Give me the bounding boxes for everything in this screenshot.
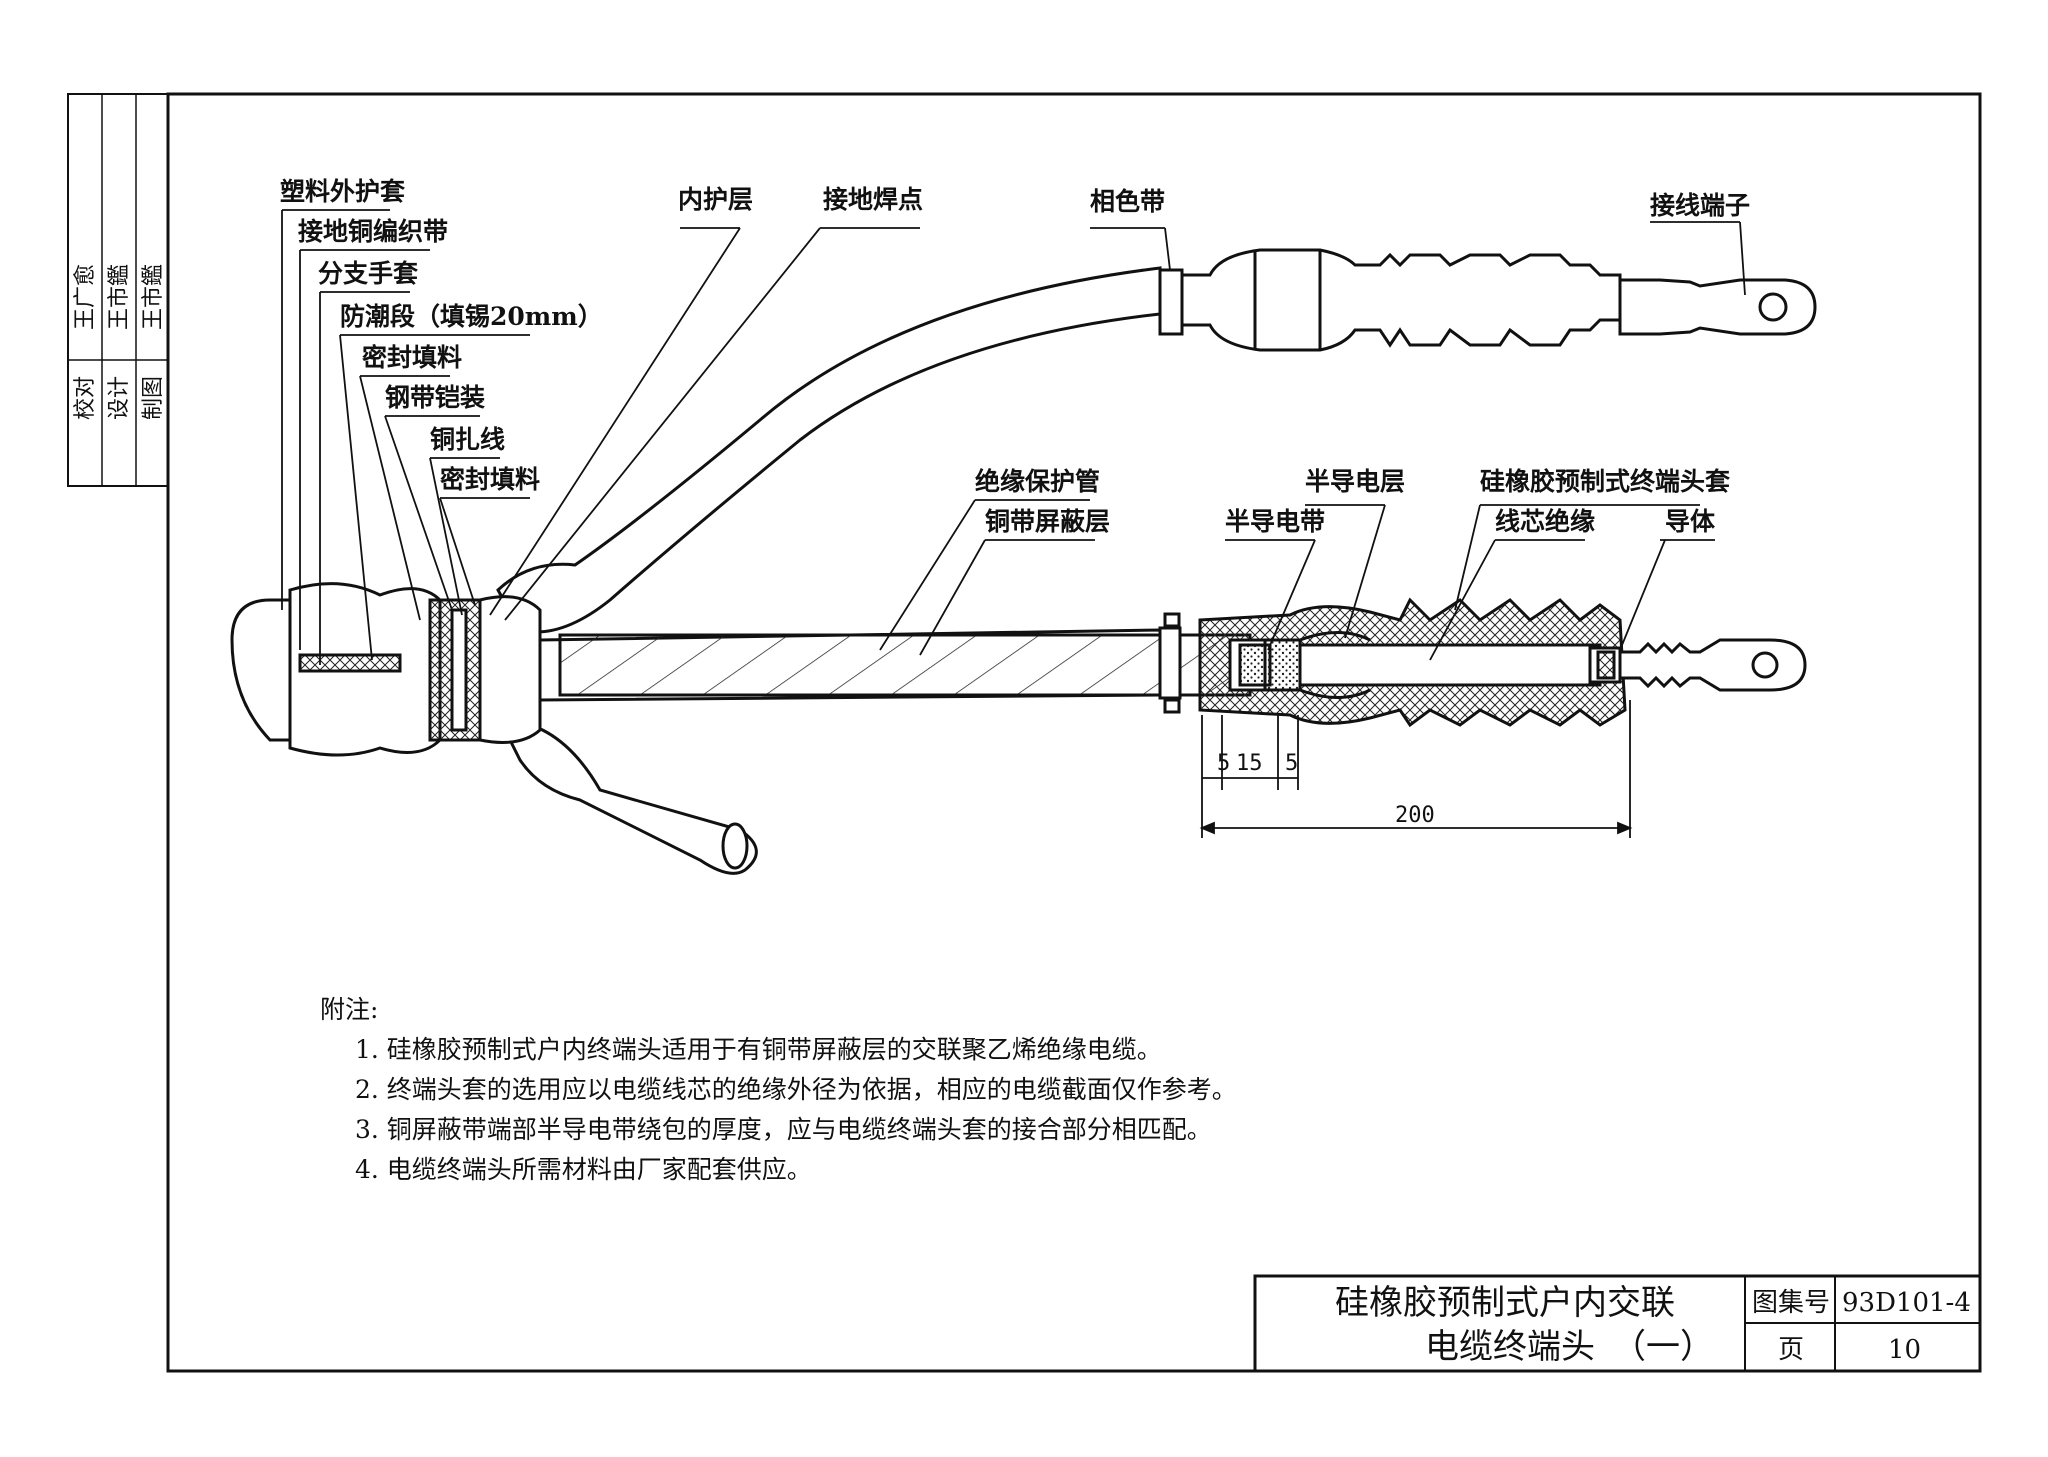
label-termination-sleeve: 硅橡胶预制式终端头套 [1480,467,1731,496]
label-semicon-tape: 半导电带 [1225,507,1325,536]
drawing-frame [166,92,1982,1373]
title-line-2: 电缆终端头 （一） [1425,1327,1714,1367]
atlas-value: 93D101-4 [1842,1288,1971,1318]
dimension-lines [1199,700,1633,838]
side-row3-name: 王市鑑 [141,264,166,330]
label-branch-glove: 分支手套 [318,259,419,288]
side-row2-role: 设计 [107,376,132,420]
label-semicon-layer: 半导电层 [1305,467,1405,496]
dim-5-second: 5 [1285,751,1298,776]
upper-sleeve [1158,248,1622,352]
dim-200: 200 [1395,803,1435,828]
note-3: 3. 铜屏蔽带端部半导电带绕包的厚度，应与电缆终端头套的接合部分相匹配。 [355,1115,1212,1144]
note-4: 4. 电缆终端头所需材料由厂家配套供应。 [355,1155,812,1184]
label-steel-armor: 钢带铠装 [385,383,485,412]
atlas-label: 图集号 [1752,1288,1830,1318]
label-ground-solder: 接地焊点 [823,185,923,214]
label-core-insulation: 线芯绝缘 [1495,507,1595,536]
upper-lug [1618,278,1817,336]
label-ground-braid: 接地铜编织带 [298,217,448,246]
side-row2-name: 王市鑑 [107,264,132,330]
label-insulating-tube: 绝缘保护管 [975,467,1100,496]
page-label: 页 [1778,1335,1804,1365]
title-line-1: 硅橡胶预制式户内交联 [1335,1283,1675,1323]
label-copper-shield: 铜带屏蔽层 [985,507,1110,536]
leader-lines [281,209,1746,665]
cable-main-body [230,266,1162,875]
label-sealant-1: 密封填料 [362,343,462,372]
core-assembly [538,612,1252,714]
signature-block: 校对 王广愈 设计 王市鑑 制图 王市鑑 [67,93,169,487]
label-plastic-sheath: 塑料外护套 [280,177,406,206]
lower-lug [1618,638,1807,692]
label-copper-binding: 铜扎线 [430,425,505,454]
page-value: 10 [1888,1335,1921,1365]
label-sealant-2: 密封填料 [440,465,540,494]
side-row1-role: 校对 [73,376,98,420]
dim-15: 15 [1236,751,1263,776]
notes-block: 附注: 1. 硅橡胶预制式户内终端头适用于有铜带屏蔽层的交联聚乙烯绝缘电缆。 2… [320,995,1237,1184]
label-conductor: 导体 [1665,507,1716,536]
title-block: 硅橡胶预制式户内交联 电缆终端头 （一） 图集号 93D101-4 页 10 [1253,1274,1982,1373]
note-1: 1. 硅橡胶预制式户内终端头适用于有铜带屏蔽层的交联聚乙烯绝缘电缆。 [355,1035,1162,1064]
label-inner-sheath: 内护层 [678,185,753,214]
note-2: 2. 终端头套的选用应以电缆线芯的绝缘外径为依据，相应的电缆截面仅作参考。 [355,1075,1237,1104]
label-phase-tape: 相色带 [1090,187,1165,216]
label-moisture-section: 防潮段（填锡20mm） [340,302,603,331]
label-lug: 接线端子 [1650,191,1750,220]
side-row3-role: 制图 [141,376,166,420]
side-row1-name: 王广愈 [73,264,98,330]
dim-5-first: 5 [1217,751,1230,776]
notes-heading: 附注: [320,995,378,1024]
termination-sleeve [1198,597,1627,728]
